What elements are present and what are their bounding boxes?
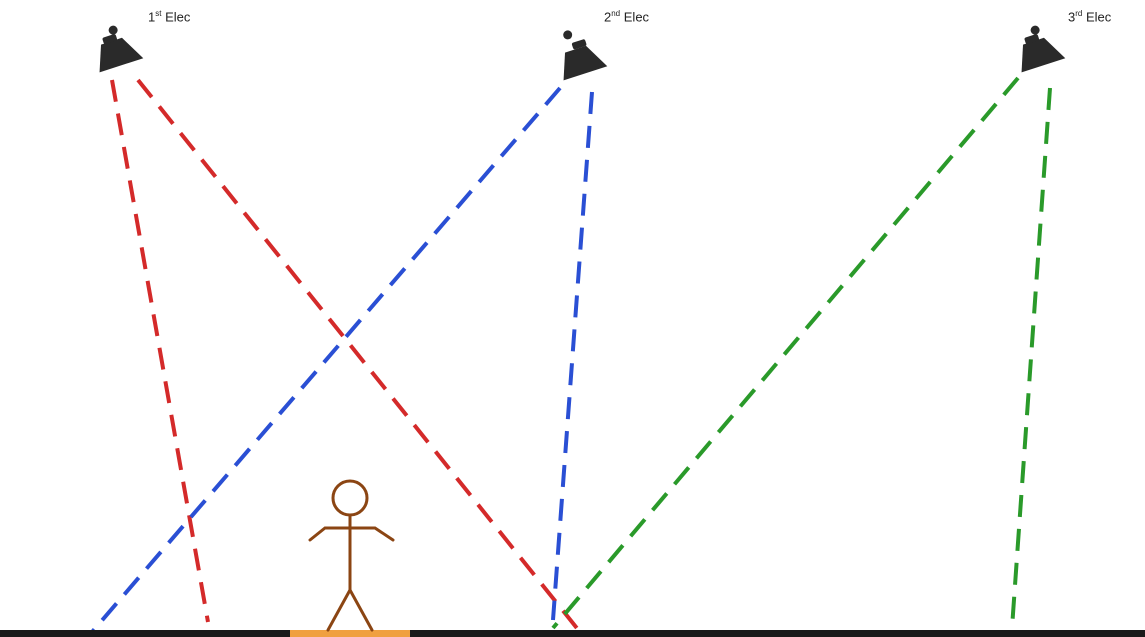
camera-3-beams [553, 78, 1050, 628]
camera-icon [1009, 20, 1065, 73]
camera-1-label: 1st Elec [148, 9, 190, 24]
camera-icon [549, 22, 607, 80]
ground-line [0, 630, 1145, 637]
camera-2-beam-right [553, 92, 592, 620]
detection-zone-strip [290, 630, 410, 637]
camera-2-beams [92, 88, 592, 632]
camera-icon [87, 20, 143, 73]
camera-3-beam-left [553, 78, 1018, 628]
camera-3-beam-right [1012, 88, 1050, 628]
camera-3-label: 3rd Elec [1068, 9, 1111, 24]
camera-1-beams [112, 80, 580, 632]
person-icon [310, 481, 393, 630]
camera-2-label: 2nd Elec [604, 9, 649, 24]
camera-1-beam-right [138, 80, 580, 632]
camera-1-beam-left [112, 80, 208, 622]
